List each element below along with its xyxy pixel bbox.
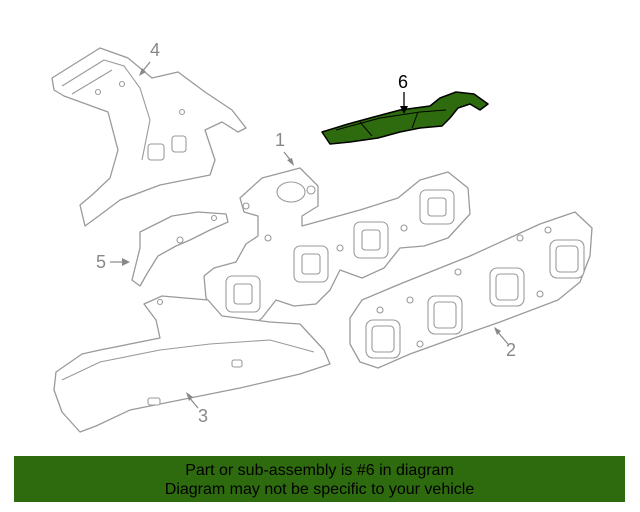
banner-line-2: Diagram may not be specific to your vehi…	[164, 481, 475, 498]
callout-5: 5	[96, 252, 130, 272]
part-3-lower-shield[interactable]	[53, 295, 331, 433]
part-6-shape	[321, 91, 489, 145]
callout-4: 4	[139, 40, 160, 76]
callout-1: 1	[275, 130, 294, 166]
part-2-gasket[interactable]	[349, 211, 593, 369]
callout-3: 3	[186, 392, 208, 426]
banner-line-1: Part or sub-assembly is #6 in diagram	[185, 462, 454, 479]
svg-text:2: 2	[506, 340, 516, 360]
svg-text:1: 1	[275, 130, 285, 150]
part-1-exhaust-manifold[interactable]	[203, 167, 471, 333]
parts-diagram: 1 2 3 4 5 6	[51, 40, 593, 433]
svg-text:3: 3	[198, 406, 208, 426]
svg-text:4: 4	[150, 40, 160, 60]
callout-6: 6	[398, 72, 408, 114]
svg-text:5: 5	[96, 252, 106, 272]
callout-2: 2	[494, 327, 516, 360]
part-5-bracket[interactable]	[131, 211, 229, 287]
svg-text:6: 6	[398, 72, 408, 92]
part-4-heat-shield[interactable]	[51, 47, 247, 227]
part-6-highlighted[interactable]	[321, 91, 489, 145]
info-banner: Part or sub-assembly is #6 in diagram Di…	[14, 456, 625, 502]
